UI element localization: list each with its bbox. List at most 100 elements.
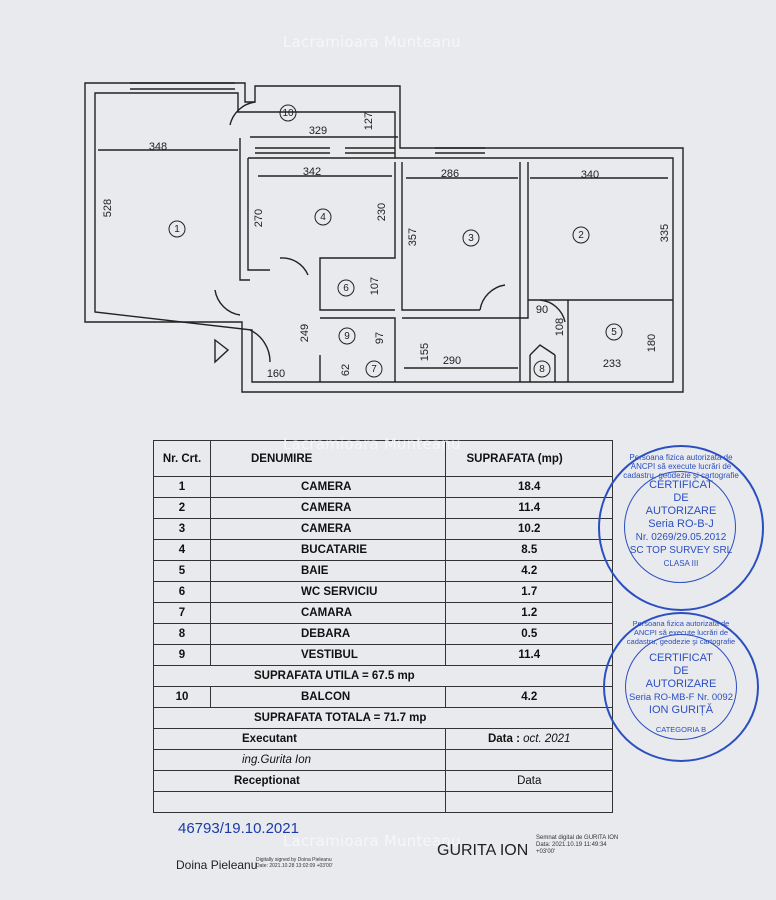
suprafata-totala: SUPRAFATA TOTALA = 71.7 mp [153,707,613,729]
executant-label: Executant [152,728,447,750]
executant-name: ing.Gurita Ion [152,749,447,771]
header-suprafata: SUPRAFATA (mp) [445,440,613,477]
dimension-label: 97 [374,332,386,344]
dimension-label: 270 [253,209,265,227]
stamp1-line4: Seria RO-B-J [648,518,714,530]
dimension-label: 62 [340,364,352,376]
room-number: 6 [343,283,349,294]
row-nr: 7 [153,602,211,624]
row-area: 8.5 [445,539,613,561]
row-name: WC SERVICIU [209,581,447,603]
room-number: 2 [578,230,584,241]
dimension-label: 127 [363,112,375,130]
balcon-area: 4.2 [445,686,613,708]
balcon-nr: 10 [153,686,211,708]
row-nr: 5 [153,560,211,582]
data-value: oct. 2021 [523,733,571,745]
stamp2-line4: Seria RO-MB-F Nr. 0092 [629,692,733,703]
room-number: 4 [320,212,326,223]
row-area: 1.7 [445,581,613,603]
row-area: 4.2 [445,560,613,582]
dimension-label: 340 [581,169,599,181]
receptionat-label: Receptionat [152,770,447,792]
dimension-label: 348 [149,141,167,153]
header-denumire: DENUMIRE [209,440,447,477]
header-nr: Nr. Crt. [153,440,211,477]
stamp1-line1: CERTIFICAT [649,479,713,491]
signer-right-details: Semnat digital de GURITA ION Data: 2021.… [536,835,618,856]
dimension-label: 249 [299,324,311,342]
dimension-label: 329 [309,125,327,137]
row-name: CAMARA [209,602,447,624]
row-name: DEBARA [209,623,447,645]
dimension-label: 357 [407,228,419,246]
stamp2-line1: CERTIFICAT [649,652,713,664]
dimension-label: 286 [441,168,459,180]
dimension-label: 180 [646,334,658,352]
stamp1-line2: DE [673,492,689,504]
dimension-label: 230 [376,203,388,221]
row-area: 0.5 [445,623,613,645]
balcon-name: BALCON [209,686,447,708]
stamp2-ring-text: Persoana fizica autorizata de ANCPI să e… [626,619,736,646]
room-marker [572,226,590,244]
room-number: 8 [539,364,545,375]
signer-left-details: Digitally signed by Doina Pieleanu Date:… [256,857,333,869]
room-marker [279,104,297,122]
row-name: BUCATARIE [209,539,447,561]
row-nr: 6 [153,581,211,603]
signer-right-line1: Semnat digital de GURITA ION [536,835,619,841]
room-number: 3 [468,233,474,244]
watermark-top: Lacramioara Munteanu [283,33,461,51]
signer-right-line2: Data: 2021.10.19 11:49:34 [536,842,607,848]
row-area: 11.4 [445,497,613,519]
row-area: 18.4 [445,476,613,498]
row-name: CAMERA [209,476,447,498]
row-area: 1.2 [445,602,613,624]
signer-left-name: Doina Pieleanu [176,858,258,872]
stamp2-line2: DE [673,665,689,677]
data-label: Data : [487,733,520,745]
row-name: CAMERA [209,497,447,519]
watermark-mid: Lacramioara Munteanu [283,435,461,453]
stamp2-line5: ION GURIȚĂ [648,704,714,716]
stamp1-line5: Nr. 0269/29.05.2012 [635,532,727,543]
dimension-label: 90 [536,304,548,316]
suprafata-utila: SUPRAFATA UTILA = 67.5 mp [153,665,613,687]
watermark-bottom: Lacramioara Munteanu [283,832,461,850]
dimension-label: 335 [659,224,671,242]
dimension-label: 233 [603,358,621,370]
dimension-label: 155 [419,343,431,361]
row-nr: 2 [153,497,211,519]
dimension-label: 160 [267,368,285,380]
room-number: 10 [282,108,294,119]
row-name: BAIE [209,560,447,582]
signer-right-name: GURITA ION [437,842,529,859]
room-marker [168,220,186,238]
authorization-stamp-1: Persoana fizica autorizata de ANCPI să e… [598,445,764,611]
row-nr: 4 [153,539,211,561]
authorization-stamp-2: Persoana fizica autorizata de ANCPI să e… [603,612,759,762]
stamp1-line6: SC TOP SURVEY SRL [629,545,733,556]
room-number: 9 [344,331,350,342]
room-marker [314,208,332,226]
dimension-label: 290 [443,355,461,367]
row-nr: 9 [153,644,211,666]
dimension-label: 107 [369,277,381,295]
room-marker [462,229,480,247]
stamp1-line3: AUTORIZARE [645,505,717,517]
stamp1-line7: CLASA III [663,559,699,568]
room-marker [338,327,356,345]
stamp1-ring-text: Persoana fizica autorizata de ANCPI să e… [623,453,739,480]
room-marker [605,323,623,341]
signer-right-line3: +03'00' [536,849,556,855]
